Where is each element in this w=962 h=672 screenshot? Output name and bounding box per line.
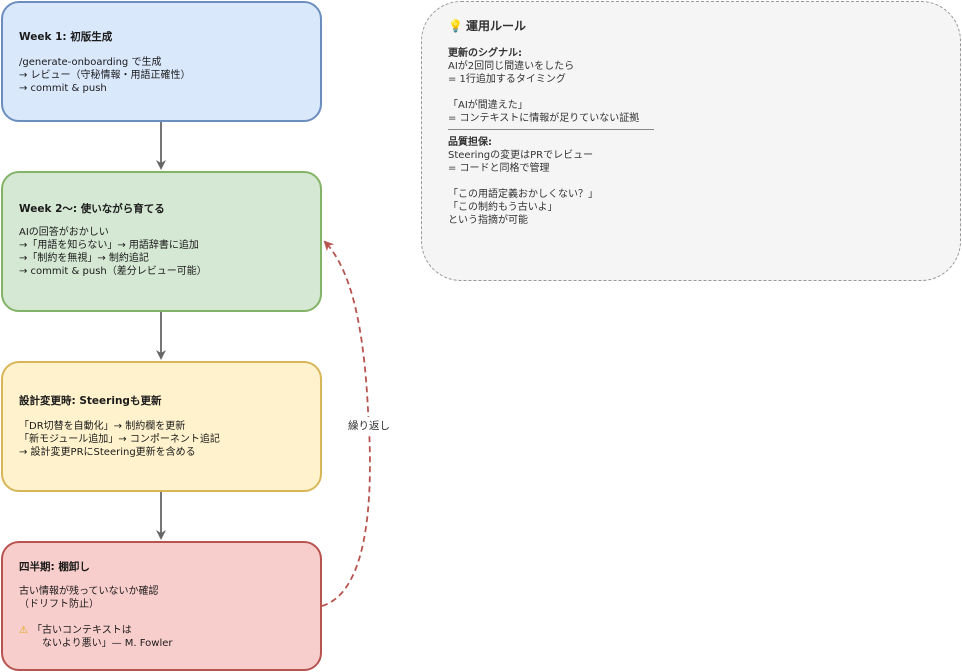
quality-line: 「この用語定義おかしくない？」 xyxy=(448,189,598,200)
warning-icon: ⚠ xyxy=(19,625,28,636)
stage-week1-line: → レビュー（守秘情報・用語正確性） xyxy=(19,70,191,81)
stage-week1-line: → commit & push xyxy=(19,83,107,94)
stage-design-change-line: → 設計変更PRにSteering更新を含める xyxy=(19,447,196,458)
lightbulb-icon: 💡 xyxy=(448,19,463,33)
stage-design-change-line: 「新モジュール追加」→ コンポーネント追記 xyxy=(19,434,220,445)
quote-line: 「古いコンテキストは xyxy=(32,625,132,636)
quote-line: ないより悪い」— M. Fowler xyxy=(42,638,173,649)
stage-week2-line: →「用語を知らない」→ 用語辞書に追加 xyxy=(19,240,199,251)
signal-heading: 更新のシグナル: xyxy=(448,48,522,59)
rules-divider xyxy=(448,129,654,130)
stage-quarterly-title: 四半期: 棚卸し xyxy=(19,561,90,573)
signal-line: 「AIが間違えた」 xyxy=(448,100,528,111)
signal-line: = コンテキストに情報が足りていない証拠 xyxy=(448,113,640,124)
stage-week2-title: Week 2〜: 使いながら育てる xyxy=(19,203,165,215)
loop-label: 繰り返し xyxy=(347,417,391,434)
signal-line: = 1行追加するタイミング xyxy=(448,74,566,85)
quality-line: 「この制約もう古いよ」 xyxy=(448,202,558,213)
fowler-quote: ⚠ 「古いコンテキストは ないより悪い」— M. Fowler xyxy=(19,624,304,650)
stage-design-change-line: 「DR切替を自動化」→ 制約欄を更新 xyxy=(19,421,186,432)
stage-quarterly-line: （ドリフト防止） xyxy=(19,599,99,610)
stage-week2-line: → commit & push（差分レビュー可能） xyxy=(19,266,207,277)
quality-line: Steeringの変更はPRでレビュー xyxy=(448,150,594,161)
stage-week2-line: AIの回答がおかしい xyxy=(19,227,109,238)
stage-week2-line: →「制約を無視」→ 制約追記 xyxy=(19,253,149,264)
stage-quarterly-line: 古い情報が残っていないか確認 xyxy=(19,586,159,597)
quality-line: = コードと同格で管理 xyxy=(448,163,550,174)
stage-design-change-title: 設計変更時: Steeringも更新 xyxy=(19,395,162,407)
quality-heading: 品質担保: xyxy=(448,137,492,148)
stage-week2-box: Week 2〜: 使いながら育てる AIの回答がおかしい →「用語を知らない」→… xyxy=(1,171,322,312)
stage-quarterly-box: 四半期: 棚卸し 古い情報が残っていないか確認 （ドリフト防止） ⚠ 「古いコンテ… xyxy=(1,541,322,671)
loop-back-arrow xyxy=(321,240,371,607)
stage-week1-box: Week 1: 初版生成 /generate-onboarding で生成 → … xyxy=(1,1,322,122)
stage-week1-title: Week 1: 初版生成 xyxy=(19,31,113,43)
stage-week1-line: /generate-onboarding で生成 xyxy=(19,57,162,68)
stage-design-change-box: 設計変更時: Steeringも更新 「DR切替を自動化」→ 制約欄を更新 「新… xyxy=(1,361,322,492)
operation-rules-panel: 💡運用ルール 更新のシグナル: AIが2回同じ間違いをしたら = 1行追加するタ… xyxy=(421,1,961,281)
quality-line: という指摘が可能 xyxy=(448,215,528,226)
rules-title: 運用ルール xyxy=(466,19,527,33)
signal-line: AIが2回同じ間違いをしたら xyxy=(448,61,575,72)
